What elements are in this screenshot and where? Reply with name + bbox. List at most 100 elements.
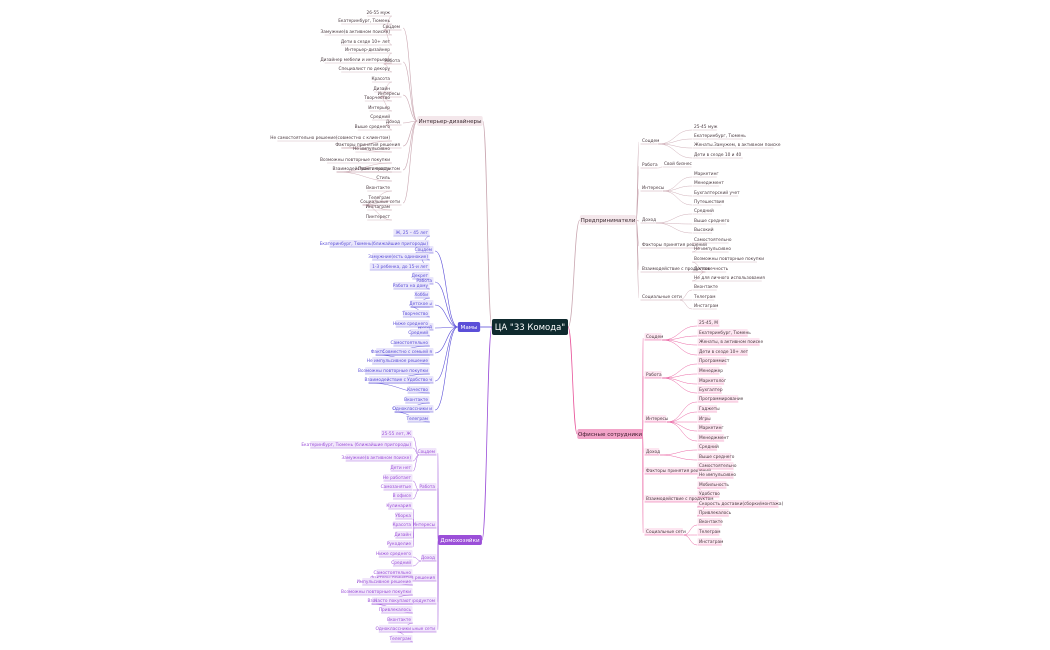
housewives-item-0-1[interactable]: Екатеринбург, Тюмень (ближайшие пригород… — [301, 441, 413, 449]
moms-item-2-0[interactable]: Хобби — [414, 291, 430, 299]
moms-item-5-1[interactable]: Удобство — [407, 376, 430, 384]
entrepreneurs-item-0-0[interactable]: 25-45 муж — [692, 124, 718, 131]
entrepreneurs-item-4-1[interactable]: Не импульсивно — [692, 246, 732, 253]
office-item-2-0[interactable]: Программирование — [697, 395, 744, 403]
office-item-0-0[interactable]: 25-45, М — [697, 319, 720, 327]
housewives-item-6-2[interactable]: Телеграм — [388, 635, 413, 643]
housewives-item-2-0[interactable]: Кулинария — [386, 502, 413, 510]
moms-item-4-0[interactable]: Самостоятельно — [391, 339, 430, 347]
office-item-2-4[interactable]: Менеджмент — [697, 434, 730, 442]
housewives-item-0-3[interactable]: Дети нет — [390, 464, 413, 472]
entrepreneurs-group-4[interactable]: Факторы принятия решений — [640, 241, 708, 249]
housewives-item-0-2[interactable]: Замужние(в активном поиске) — [342, 454, 413, 462]
office-group-1[interactable]: Работа — [644, 371, 663, 379]
entrepreneurs-item-6-2[interactable]: Инстаграм — [692, 303, 719, 310]
office-item-6-1[interactable]: Телеграм — [697, 528, 721, 536]
designers-item-5-2[interactable]: Стиль — [376, 175, 392, 182]
designers-item-4-1[interactable]: Не импульсивно — [353, 146, 392, 153]
office-item-1-3[interactable]: Бухгалтер — [697, 386, 723, 394]
entrepreneurs-group-2[interactable]: Интересы — [640, 185, 665, 192]
housewives-item-0-0[interactable]: 25-55 лет, Ж — [381, 430, 413, 438]
designers-item-0-3[interactable]: Дети в сезде 10+ лет — [341, 39, 392, 46]
office-item-2-3[interactable]: Маркетинг — [697, 424, 725, 432]
designers-item-1-1[interactable]: Дизайнер мебели и интерьера — [320, 56, 392, 64]
designers-group-0[interactable]: Соцдем — [383, 24, 402, 31]
moms-item-3-1[interactable]: Средний — [408, 329, 430, 337]
office-item-4-1[interactable]: Не импульсивно — [697, 471, 737, 479]
moms-item-2-2[interactable]: Творчество — [401, 310, 430, 318]
entrepreneurs-item-5-2[interactable]: Не для личного использования — [692, 275, 766, 282]
entrepreneurs-item-1-0[interactable]: Свой бизнес — [662, 160, 693, 168]
housewives-group-2[interactable]: Интересы — [413, 521, 437, 529]
office-group-0[interactable]: Соцдем — [644, 333, 664, 341]
designers-item-0-1[interactable]: Екатеринбург, Тюмень — [338, 18, 392, 25]
housewives-item-6-0[interactable]: Вконтакте — [387, 616, 413, 624]
housewives-item-5-1[interactable]: Часто покупают — [374, 597, 413, 605]
housewives-item-1-0[interactable]: Не работает — [383, 474, 413, 482]
office-item-4-0[interactable]: Самостоятельно — [697, 462, 737, 470]
designers-item-2-2[interactable]: Творчество — [363, 95, 392, 102]
housewives-item-6-1[interactable]: Одноклассники — [376, 625, 413, 633]
housewives-group-0[interactable]: Соцдем — [418, 448, 437, 456]
housewives-item-4-0[interactable]: Самостоятельно — [374, 569, 413, 577]
designers-item-6-0[interactable]: Вконтакте — [366, 185, 392, 192]
designers-item-6-1[interactable]: Телеграм — [367, 195, 392, 202]
entrepreneurs-group-1[interactable]: Работа — [640, 162, 659, 169]
moms-item-6-2[interactable]: Телеграм — [405, 415, 430, 423]
entrepreneurs-item-6-0[interactable]: Вконтакте — [692, 284, 719, 291]
office-group-4[interactable]: Факторы принятия решений — [644, 467, 712, 475]
entrepreneurs-item-0-2[interactable]: Женаты.Замужем, в активном поиске — [692, 142, 781, 149]
office-item-1-0[interactable]: Программист — [697, 357, 730, 365]
housewives-item-5-2[interactable]: Привлекалось — [379, 606, 413, 614]
moms-item-5-0[interactable]: Возможны повторные покупки — [358, 367, 430, 375]
moms-item-0-3[interactable]: 1-3 ребенка, до 15-и лет — [369, 263, 430, 271]
office-item-6-0[interactable]: Вконтакте — [697, 518, 724, 526]
housewives-item-2-4[interactable]: Рукоделие — [387, 540, 413, 548]
designers-item-3-0[interactable]: Средний — [370, 113, 392, 121]
housewives-item-1-1[interactable]: Самозанятые — [381, 483, 413, 491]
housewives-item-2-3[interactable]: Дизайн — [394, 531, 413, 539]
branch-entrepreneurs[interactable]: Предприниматели — [579, 215, 637, 225]
designers-group-2[interactable]: Интересы — [378, 91, 402, 98]
branch-office[interactable]: Офисные сотрудники — [577, 429, 643, 439]
housewives-item-1-2[interactable]: В офисе — [393, 492, 413, 500]
office-item-5-0[interactable]: Мобильность — [697, 481, 730, 489]
housewives-group-3[interactable]: Доход — [421, 554, 437, 562]
office-item-1-1[interactable]: Менеджер — [697, 367, 724, 375]
housewives-item-3-0[interactable]: Ниже среднего — [376, 550, 413, 558]
designers-item-0-0[interactable]: 26-55 муж — [366, 10, 392, 17]
entrepreneurs-item-2-0[interactable]: Маркетинг — [692, 171, 720, 178]
office-group-2[interactable]: Интересы — [644, 415, 669, 423]
office-group-6[interactable]: Социальные сети — [644, 528, 686, 536]
housewives-item-2-2[interactable]: Красота — [392, 521, 413, 529]
entrepreneurs-item-5-0[interactable]: Возможны повторные покупки — [692, 256, 765, 263]
branch-housewives[interactable]: Домохозяйки — [438, 535, 482, 545]
moms-item-4-2[interactable]: Не импульсивное решение — [367, 357, 430, 365]
office-group-3[interactable]: Доход — [644, 448, 661, 456]
moms-item-4-1[interactable]: Совместно с семьей — [382, 348, 430, 356]
moms-item-1-1[interactable]: Работа на дому — [393, 282, 430, 290]
designers-item-2-0[interactable]: Красота — [371, 76, 392, 83]
office-item-5-3[interactable]: Привлекалось — [697, 509, 732, 517]
designers-group-1[interactable]: Работа — [384, 58, 402, 65]
designers-item-4-0[interactable]: Не самостоятельно решение(совместно с кл… — [270, 135, 392, 142]
entrepreneurs-group-6[interactable]: Социальные сети — [640, 294, 682, 301]
entrepreneurs-item-3-1[interactable]: Выше среднего — [692, 218, 730, 225]
root-node[interactable]: ЦА "33 Комода" — [492, 319, 568, 335]
designers-group-4[interactable]: Факторы принятия решения — [335, 142, 402, 149]
designers-group-3[interactable]: Доход — [386, 119, 402, 126]
entrepreneurs-item-0-3[interactable]: Дети в сезде 10 и 40 — [692, 152, 743, 159]
office-item-5-2[interactable]: Скорость доставки(сборки/монтажа) — [697, 500, 784, 508]
office-item-2-1[interactable]: Гаджеты — [697, 405, 721, 413]
housewives-group-1[interactable]: Работа — [419, 483, 437, 491]
moms-item-3-0[interactable]: Ниже среднего — [393, 320, 430, 328]
office-item-1-2[interactable]: Маркетолог — [697, 377, 727, 385]
designers-item-3-1[interactable]: Выше среднего — [355, 124, 392, 131]
entrepreneurs-group-0[interactable]: Соцдем — [640, 138, 660, 145]
office-item-0-2[interactable]: Женаты, в активном поиске — [697, 338, 764, 346]
branch-designers[interactable]: Интерьер-дизайнеры — [417, 116, 483, 126]
entrepreneurs-item-6-1[interactable]: Телеграм — [692, 294, 716, 301]
office-item-0-1[interactable]: Екатеринбург, Тюмень — [697, 329, 752, 337]
designers-item-5-1[interactable]: Практичность — [358, 166, 392, 173]
designers-item-2-3[interactable]: Интерьер — [368, 105, 392, 112]
